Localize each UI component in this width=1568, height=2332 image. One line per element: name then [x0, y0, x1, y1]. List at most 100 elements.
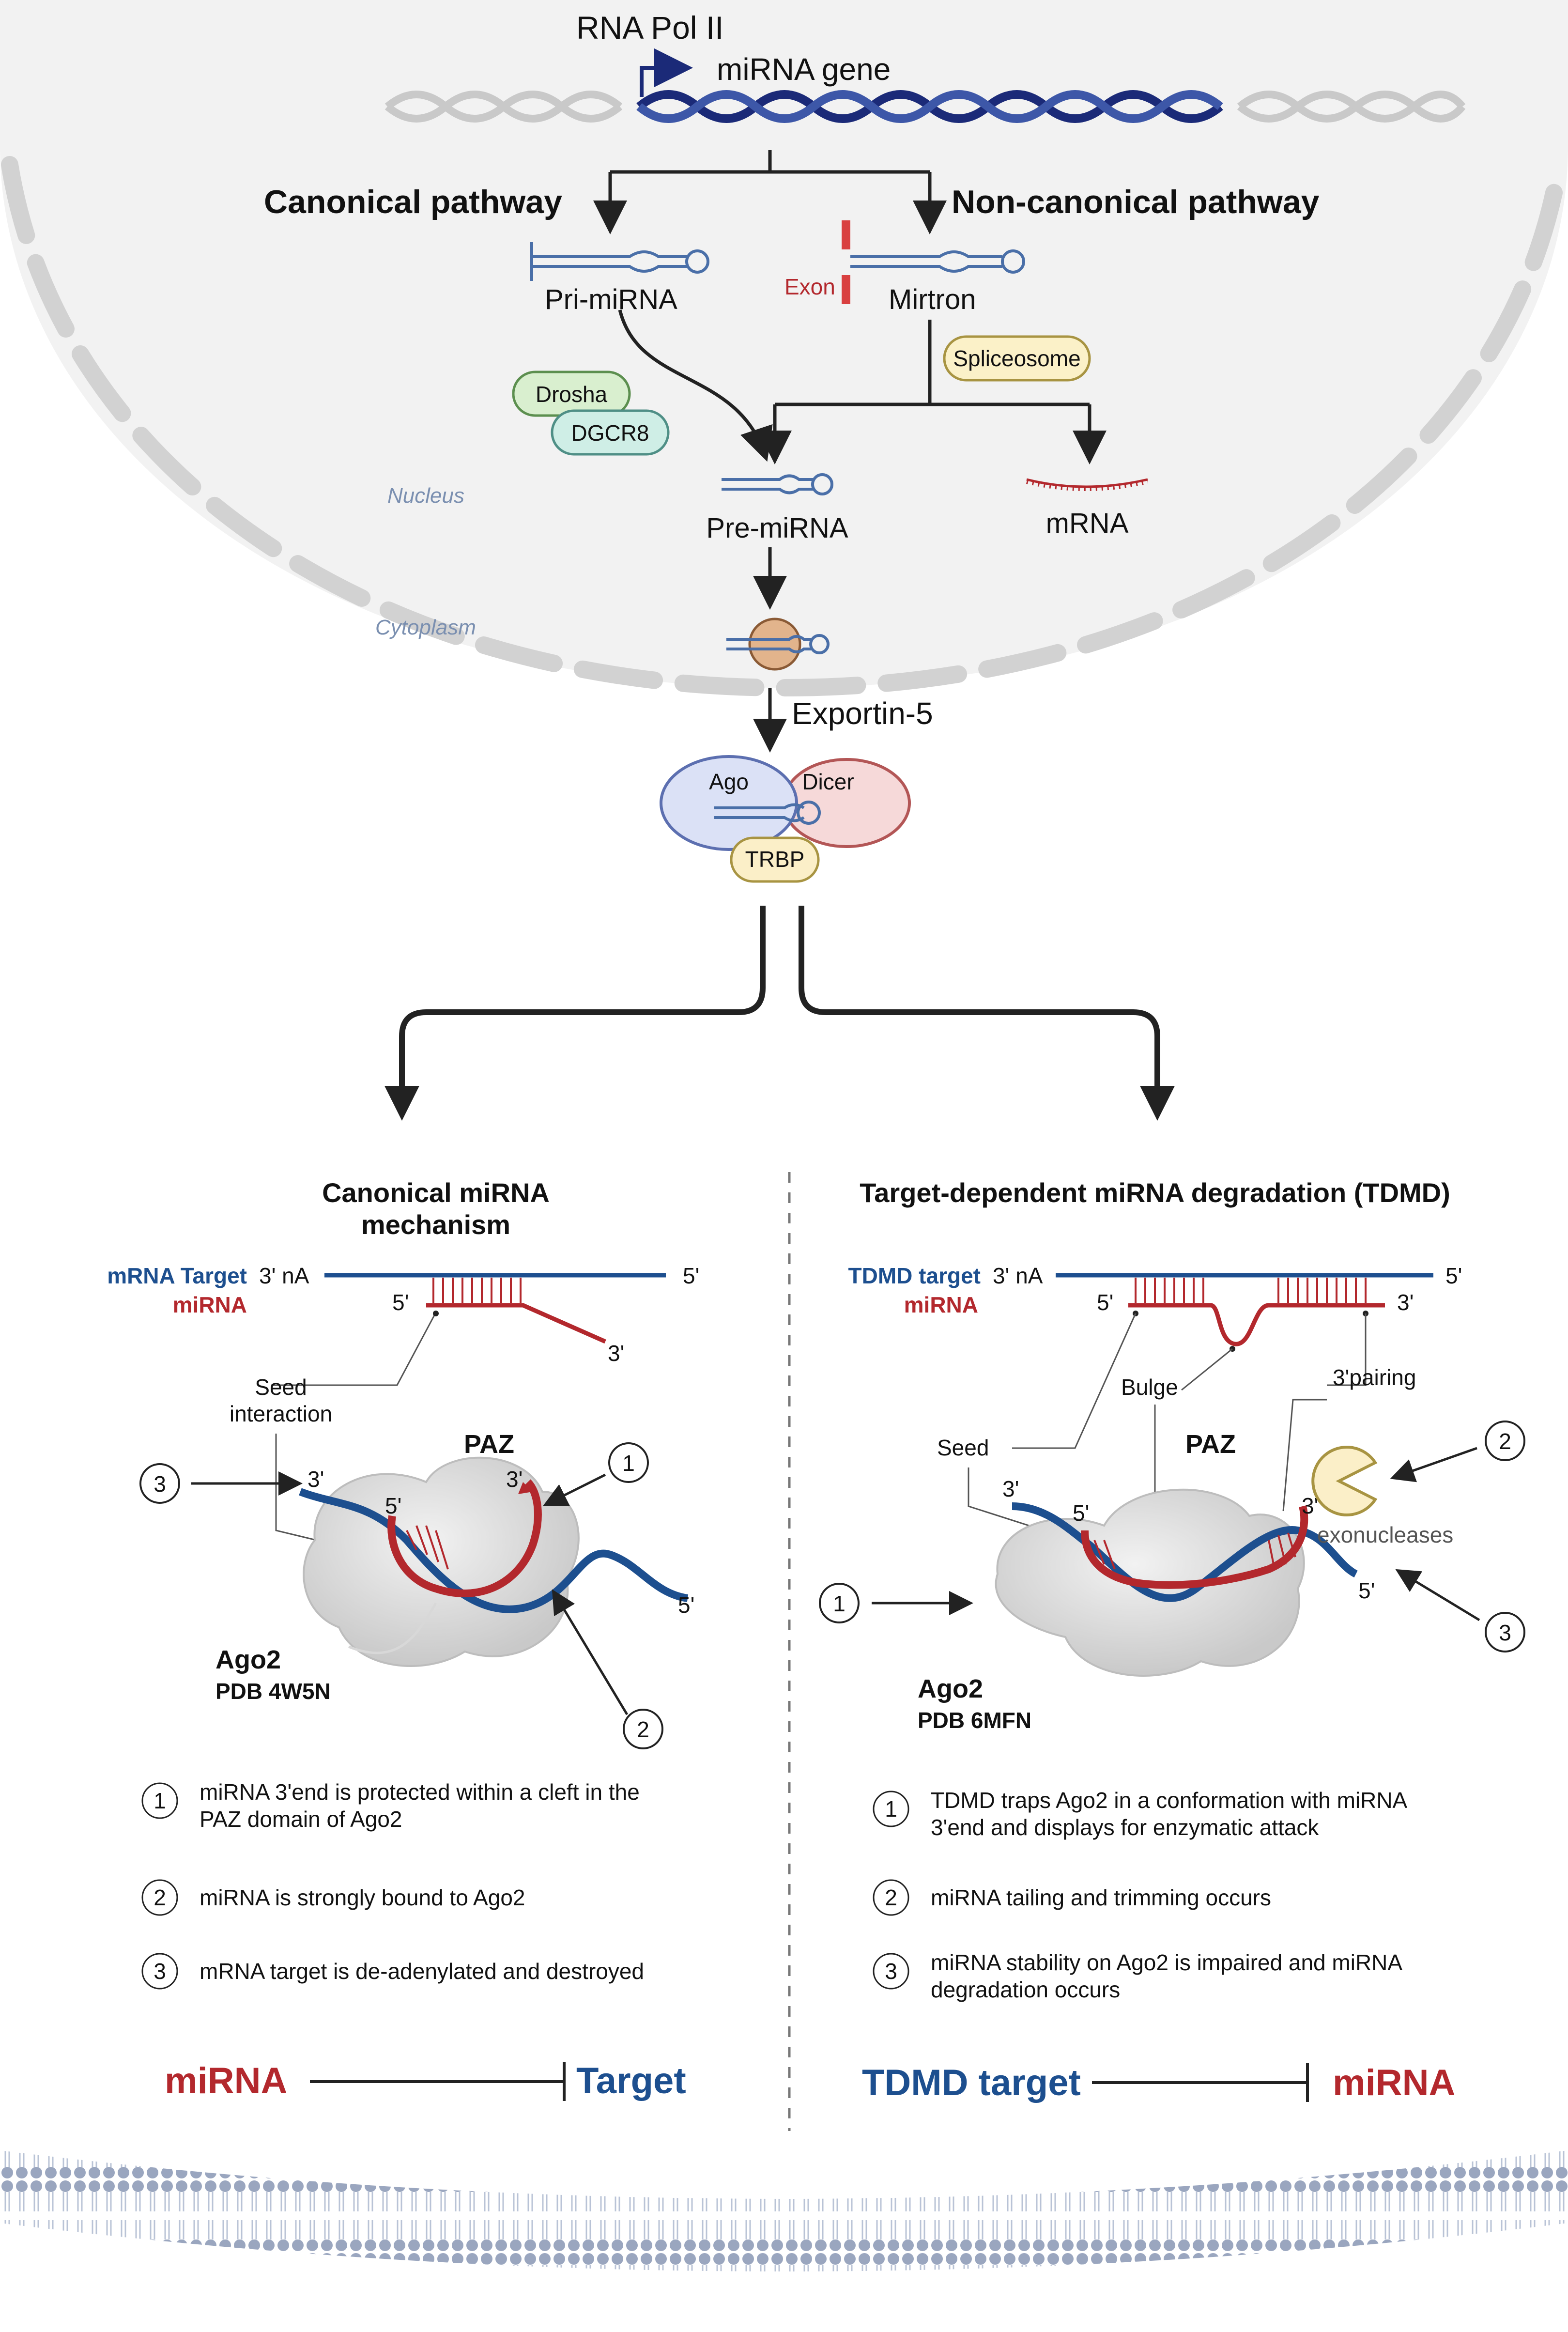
tdmd-target-label: TDMD target [848, 1263, 981, 1288]
drosha-badge: Drosha [512, 371, 631, 417]
transcription-start-arrow [640, 48, 693, 97]
exportin-label: Exportin-5 [792, 696, 933, 731]
left-callout-2: 2 [552, 1589, 663, 1749]
right-step-2: 2 miRNA tailing and trimming occurs [873, 1879, 1271, 1916]
svg-text:3: 3 [154, 1959, 166, 1984]
svg-text:miRNA is strongly bound to Ago: miRNA is strongly bound to Ago2 [200, 1885, 525, 1910]
left-seed-line2: interaction [230, 1401, 332, 1426]
left-pdb-label: PDB 4W5N [215, 1679, 331, 1704]
svg-text:3'end and displays for enzymat: 3'end and displays for enzymatic attack [931, 1815, 1319, 1840]
right-ago2-structure [995, 1488, 1358, 1677]
right-duplex [1012, 1273, 1433, 1449]
svg-text:3: 3 [154, 1471, 166, 1497]
right-seed-label: Seed [937, 1435, 989, 1460]
right-ago2-label: Ago2 [918, 1674, 983, 1703]
mrna-label: mRNA [1046, 508, 1129, 539]
exportin-complex [726, 618, 830, 671]
spliceosome-badge: Spliceosome [943, 335, 1091, 382]
svg-text:1: 1 [622, 1451, 635, 1476]
ago-label: Ago [709, 769, 749, 794]
exonuclease-icon [1311, 1446, 1378, 1516]
svg-text:2: 2 [885, 1885, 897, 1910]
rna-pol-ii-label: RNA Pol II [576, 10, 723, 46]
svg-text:2: 2 [1499, 1429, 1511, 1454]
left-callout-3: 3 [139, 1463, 303, 1504]
dicer-label: Dicer [802, 769, 854, 794]
risc-loading-complex [660, 755, 911, 883]
svg-text:1: 1 [833, 1591, 845, 1616]
exon-label: Exon [784, 274, 835, 299]
right-struct-5-label: 5' [1073, 1500, 1089, 1526]
left-summary-mirna: miRNA [165, 2060, 287, 2101]
right-5-top-label: 5' [1445, 1263, 1462, 1288]
right-5-mirna-label: 5' [1097, 1290, 1113, 1315]
svg-text:2: 2 [637, 1717, 649, 1742]
left-5-mirna-label: 5' [392, 1290, 409, 1315]
mirtron-label: Mirtron [889, 284, 976, 315]
svg-text:3: 3 [1499, 1620, 1511, 1645]
left-step-3: 3 mRNA target is de-adenylated and destr… [141, 1953, 644, 1990]
nucleus-label: Nucleus [387, 484, 464, 508]
right-summary-mirna: miRNA [1333, 2062, 1455, 2103]
canonical-pathway-label: Canonical pathway [264, 184, 562, 220]
dgcr8-label: DGCR8 [571, 420, 649, 446]
left-struct-3-label: 3' [307, 1467, 324, 1492]
cell-membrane [0, 2150, 1568, 2271]
svg-text:mRNA target is de-adenylated a: mRNA target is de-adenylated and destroy… [200, 1959, 644, 1984]
svg-text:degradation occurs: degradation occurs [931, 1977, 1120, 2002]
spliceosome-label: Spliceosome [953, 346, 1080, 371]
nucleus-region [0, 0, 1568, 697]
noncanonical-pathway-label: Non-canonical pathway [952, 184, 1320, 220]
right-step-3: 3 miRNA stability on Ago2 is impaired an… [873, 1950, 1402, 2002]
left-summary-target: Target [576, 2060, 686, 2101]
split-arrows [384, 906, 1175, 1121]
mrna-target-label: mRNA Target [107, 1263, 247, 1288]
left-3-mirna-label: 3' [608, 1341, 624, 1366]
svg-text:miRNA tailing and trimming occ: miRNA tailing and trimming occurs [931, 1885, 1271, 1910]
left-ago2-label: Ago2 [215, 1645, 281, 1674]
processing-arrows [618, 309, 1107, 464]
right-struct-3-label: 3' [1002, 1476, 1019, 1501]
svg-text:miRNA stability on Ago2 is imp: miRNA stability on Ago2 is impaired and … [931, 1950, 1402, 1975]
left-5-top-label: 5' [683, 1263, 699, 1288]
svg-text:1: 1 [154, 1788, 166, 1813]
cytoplasm-label: Cytoplasm [375, 616, 476, 639]
mirna-gene-label: miRNA gene [717, 52, 891, 87]
right-step-1: 1 TDMD traps Ago2 in a conformation with… [873, 1788, 1408, 1840]
right-title: Target-dependent miRNA degradation (TDMD… [860, 1177, 1450, 1208]
left-step-1: 1 miRNA 3'end is protected within a clef… [141, 1779, 640, 1832]
pre-mirna-hairpin [722, 473, 833, 495]
trbp-label: TRBP [745, 847, 805, 872]
right-pdb-label: PDB 6MFN [918, 1708, 1031, 1733]
left-duplex [271, 1273, 666, 1386]
svg-text:2: 2 [154, 1885, 166, 1910]
right-3na-label: 3' nA [993, 1263, 1043, 1288]
left-title-line2: mechanism [361, 1209, 510, 1240]
pairing-label: 3'pairing [1333, 1365, 1416, 1390]
right-mirna-label: miRNA [904, 1292, 978, 1317]
svg-text:miRNA 3'end is protected withi: miRNA 3'end is protected within a cleft … [200, 1779, 640, 1805]
right-paz-label: PAZ [1185, 1430, 1236, 1459]
left-paz-label: PAZ [464, 1430, 514, 1459]
left-ago2-structure [299, 1456, 689, 1667]
left-callout-1: 1 [543, 1442, 649, 1506]
dna-helix [384, 90, 1466, 123]
exonucleases-label: exonucleases [1317, 1522, 1453, 1547]
pre-mirna-label: Pre-miRNA [706, 512, 848, 544]
left-3na-label: 3' nA [259, 1263, 309, 1288]
left-struct-5b-label: 5' [678, 1592, 694, 1618]
left-mirna-label: miRNA [173, 1292, 247, 1317]
pri-mirna-label: Pri-miRNA [545, 284, 677, 315]
mirtron-hairpin [842, 220, 1025, 304]
pri-mirna-hairpin [530, 242, 709, 281]
left-struct-5-label: 5' [385, 1493, 401, 1518]
svg-text:3: 3 [885, 1959, 897, 1984]
right-3-mirna-label: 3' [1397, 1290, 1414, 1315]
left-title-line1: Canonical miRNA [322, 1177, 550, 1208]
branch-arrows [593, 150, 947, 234]
drosha-label: Drosha [536, 382, 608, 407]
right-struct-5b-label: 5' [1358, 1578, 1375, 1603]
left-seed-line1: Seed [255, 1374, 307, 1400]
right-summary-tdmd-target: TDMD target [862, 2062, 1081, 2103]
